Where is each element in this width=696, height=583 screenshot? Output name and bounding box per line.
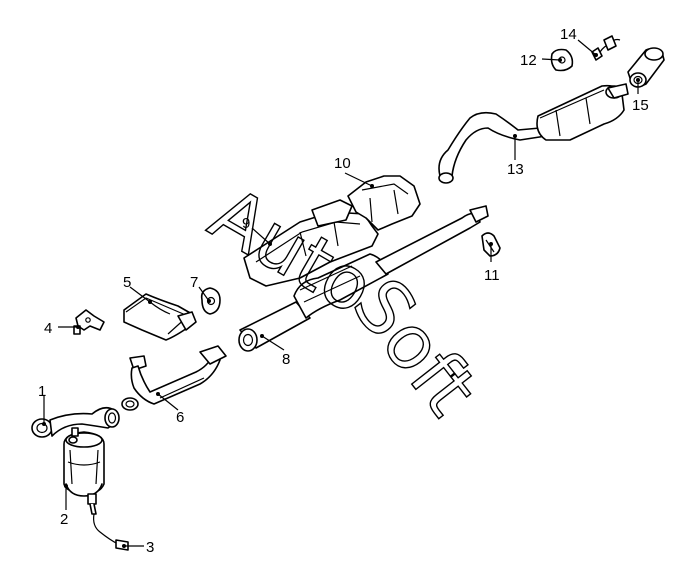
part-8-center-pipe[interactable] (238, 205, 489, 352)
part-3-oxygen-sensor[interactable] (87, 493, 129, 551)
part-6-intermediate-pipe[interactable] (121, 345, 227, 411)
callout-3: 3 (146, 539, 154, 556)
part-9-heat-shield[interactable] (243, 199, 379, 287)
callout-12: 12 (520, 52, 537, 69)
leader-lines (42, 39, 640, 548)
callout-15: 15 (632, 97, 649, 114)
callout-6: 6 (176, 409, 184, 426)
callout-5: 5 (123, 274, 131, 291)
callout-1: 1 (38, 383, 46, 400)
part-4-bracket[interactable] (73, 309, 105, 335)
callout-4: 4 (44, 320, 52, 337)
part-14-oxygen-sensor[interactable] (591, 35, 621, 61)
callout-9: 9 (242, 215, 250, 232)
part-10-rear-heat-shield[interactable] (347, 175, 421, 231)
callout-labels: 1 2 3 4 5 6 7 8 9 10 11 12 13 14 15 (38, 26, 649, 556)
callout-11: 11 (484, 267, 500, 284)
callout-10: 10 (334, 155, 351, 172)
callout-7: 7 (190, 274, 198, 291)
part-5-heat-shield[interactable] (123, 293, 197, 341)
part-1-front-pipe[interactable] (31, 406, 120, 438)
part-15-tail-pipe[interactable] (627, 47, 665, 88)
callout-14: 14 (560, 26, 577, 43)
callout-13: 13 (507, 161, 524, 178)
part-2-catalytic-converter[interactable] (63, 427, 105, 497)
callout-2: 2 (60, 511, 68, 528)
callout-8: 8 (282, 351, 290, 368)
part-13-rear-muffler[interactable] (438, 83, 629, 184)
